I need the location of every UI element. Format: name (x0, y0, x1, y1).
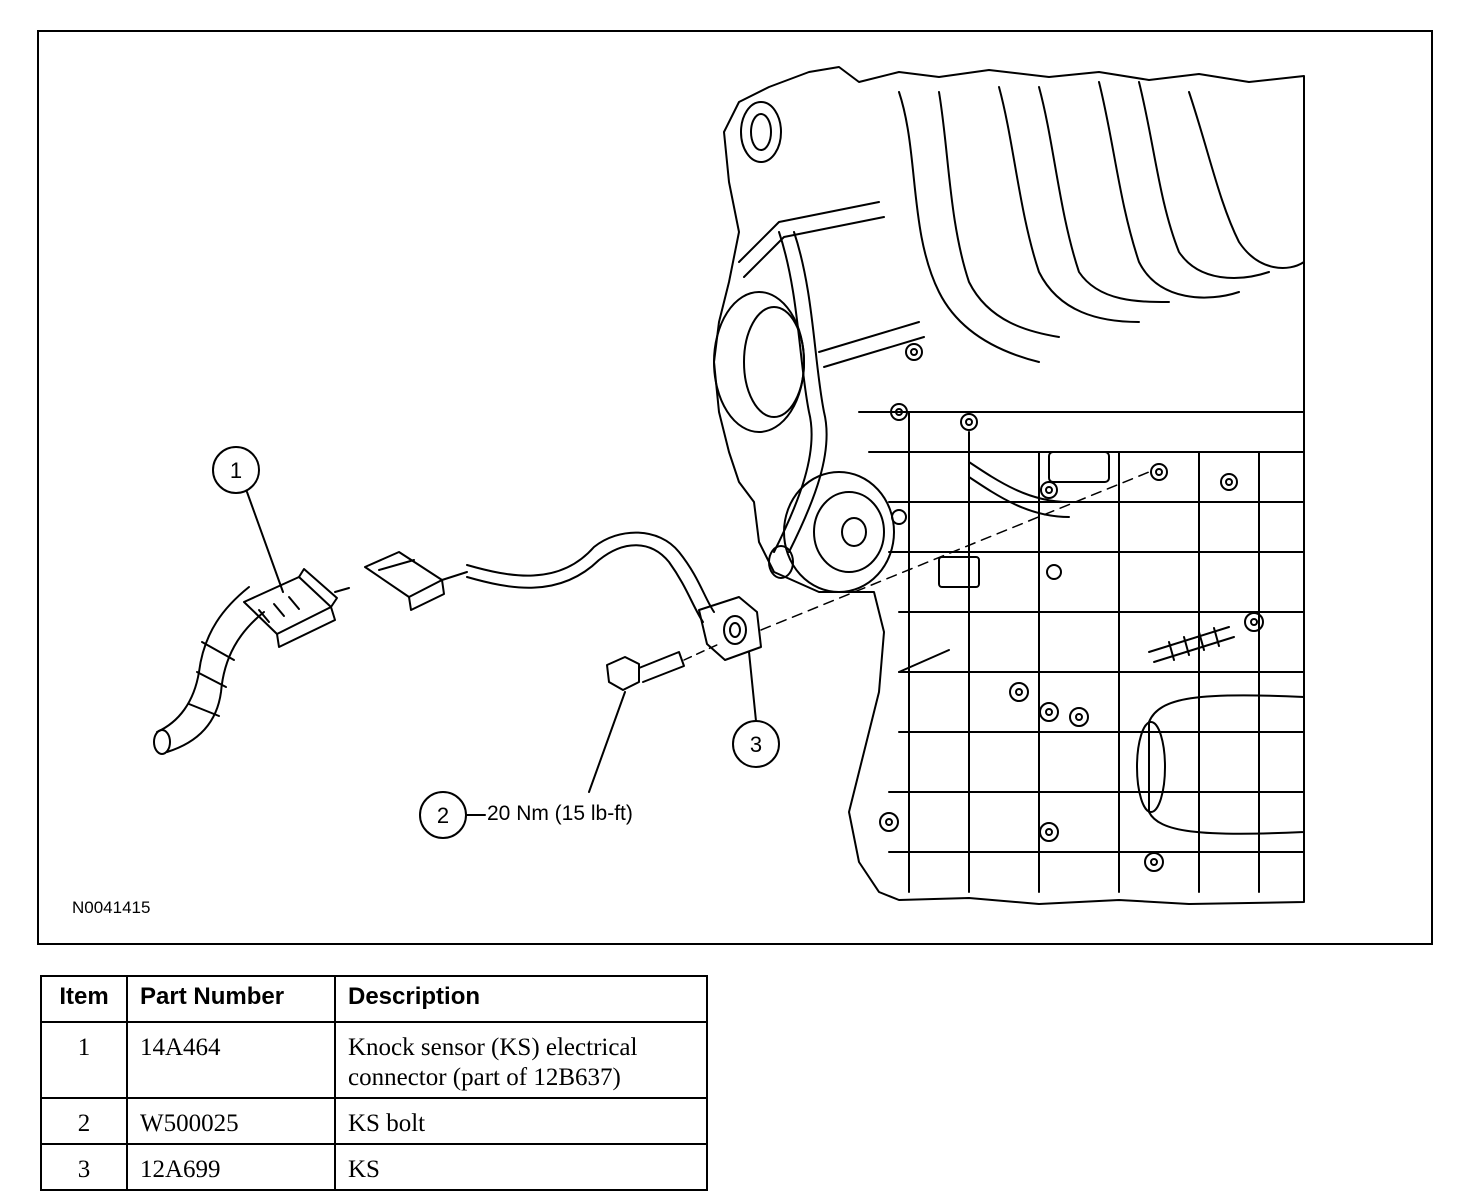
row-description: KS bolt (334, 1097, 708, 1145)
callout-2: 2 (419, 691, 626, 839)
callout-1-label: 1 (230, 458, 242, 483)
row-item: 2 (40, 1097, 128, 1145)
engine-illustration: 1 3 2 (153, 66, 1305, 905)
row-part-number: W500025 (126, 1097, 336, 1145)
table-row: 1 14A464 Knock sensor (KS) electrical co… (40, 1021, 708, 1099)
row-part-number: 12A699 (126, 1143, 336, 1191)
header-item: Item (40, 975, 128, 1023)
row-part-number: 14A464 (126, 1021, 336, 1099)
knock-sensor-harness (153, 471, 1150, 755)
table-header-row: Item Part Number Description (40, 975, 708, 1023)
parts-table: Item Part Number Description 1 14A464 Kn… (40, 975, 708, 1191)
header-part-number: Part Number (126, 975, 336, 1023)
row-description: Knock sensor (KS) electrical connector (… (334, 1021, 708, 1099)
table-row: 2 W500025 KS bolt (40, 1097, 708, 1145)
callout-3: 3 (732, 651, 780, 768)
row-item: 3 (40, 1143, 128, 1191)
figure-frame: 1 3 2 20 Nm (15 lb-ft) N0041415 (37, 30, 1433, 945)
callout-3-label: 3 (750, 732, 762, 757)
figure-id: N0041415 (72, 898, 151, 917)
engine-block (713, 66, 1305, 905)
torque-spec: 20 Nm (15 lb-ft) (487, 802, 633, 825)
table-row: 3 12A699 KS (40, 1143, 708, 1191)
callout-2-label: 2 (437, 803, 449, 828)
row-description: KS (334, 1143, 708, 1191)
header-description: Description (334, 975, 708, 1023)
callout-1: 1 (212, 446, 284, 593)
row-item: 1 (40, 1021, 128, 1099)
